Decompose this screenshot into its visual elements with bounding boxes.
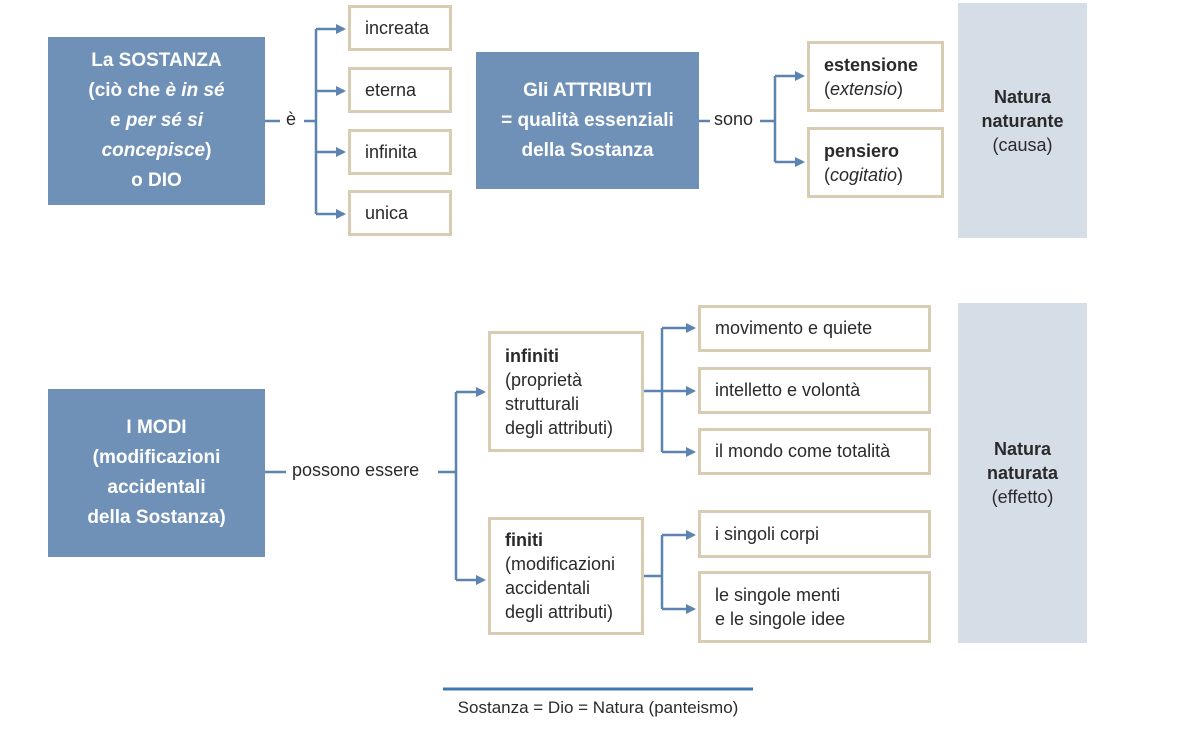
property-box: unica <box>348 190 452 236</box>
property-box: increata <box>348 5 452 51</box>
modi-def-2: accidentali <box>107 477 206 498</box>
natura-naturata-l3: (effetto) <box>991 487 1054 507</box>
sostanza-def-concepisce: concepisce <box>101 140 206 161</box>
infiniti-item-box: movimento e quiete <box>698 305 931 352</box>
attributo-latin: cogitatio <box>830 164 898 185</box>
attributi-box: Gli ATTRIBUTI = qualità essenziali della… <box>476 52 699 189</box>
natura-naturante-l2: naturante <box>981 110 1064 131</box>
sostanza-box: La SOSTANZA (ciò che è in sé e per sé si… <box>48 37 265 205</box>
attributi-def-2: della Sostanza <box>521 139 654 161</box>
infiniti-item-box: intelletto e volontà <box>698 367 931 414</box>
attributo-latin: extensio <box>830 78 898 99</box>
property-box: infinita <box>348 129 452 175</box>
sostanza-dio: o DIO <box>131 170 182 191</box>
attributo-pensiero-box: pensiero (cogitatio) <box>807 127 944 198</box>
attributo-estensione-box: estensione (extensio) <box>807 41 944 112</box>
finiti-item-box: i singoli corpi <box>698 510 931 558</box>
sostanza-def-open: (ciò che <box>88 80 166 101</box>
sostanza-def-per-se: per sé si <box>125 110 203 131</box>
natura-naturata-l1: Natura <box>993 439 1051 459</box>
finiti-item-box: le singole menti e le singole idee <box>698 571 931 643</box>
caption: Sostanza = Dio = Natura (panteismo) <box>457 698 739 717</box>
attributi-def: = qualità essenziali <box>501 109 674 131</box>
connector-e: è <box>282 109 301 130</box>
modi-infiniti-box: infiniti (proprietà strutturali degli at… <box>488 331 644 452</box>
sostanza-title: La SOSTANZA <box>91 50 222 71</box>
natura-naturante-l3: (causa) <box>992 134 1053 155</box>
property-box: eterna <box>348 67 452 113</box>
modi-box: I MODI (modificazioni accidentali della … <box>48 389 265 557</box>
attributi-title: Gli ATTRIBUTI <box>523 79 652 101</box>
attributo-title: estensione <box>824 54 919 75</box>
connector-possono-essere: possono essere <box>288 460 424 481</box>
modi-def-3: della Sostanza) <box>87 507 226 528</box>
finiti-title: finiti <box>505 530 543 550</box>
sostanza-def-close: ) <box>205 140 212 161</box>
natura-naturata-panel: Natura naturata (effetto) <box>958 303 1087 643</box>
modi-finiti-box: finiti (modificazioni accidentali degli … <box>488 517 644 635</box>
modi-title: I MODI <box>126 417 187 438</box>
infiniti-title: infiniti <box>505 345 559 366</box>
sostanza-def-e: e <box>110 110 126 131</box>
connector-sono: sono <box>710 109 758 130</box>
sostanza-def-in-se: è in sé <box>165 80 225 101</box>
natura-naturante-panel: Natura naturante (causa) <box>958 3 1087 238</box>
natura-naturante-l1: Natura <box>993 86 1051 107</box>
attributo-title: pensiero <box>824 140 900 161</box>
infiniti-item-box: il mondo come totalità <box>698 428 931 475</box>
modi-def-1: (modificazioni <box>92 447 221 468</box>
natura-naturata-l2: naturata <box>986 463 1058 483</box>
